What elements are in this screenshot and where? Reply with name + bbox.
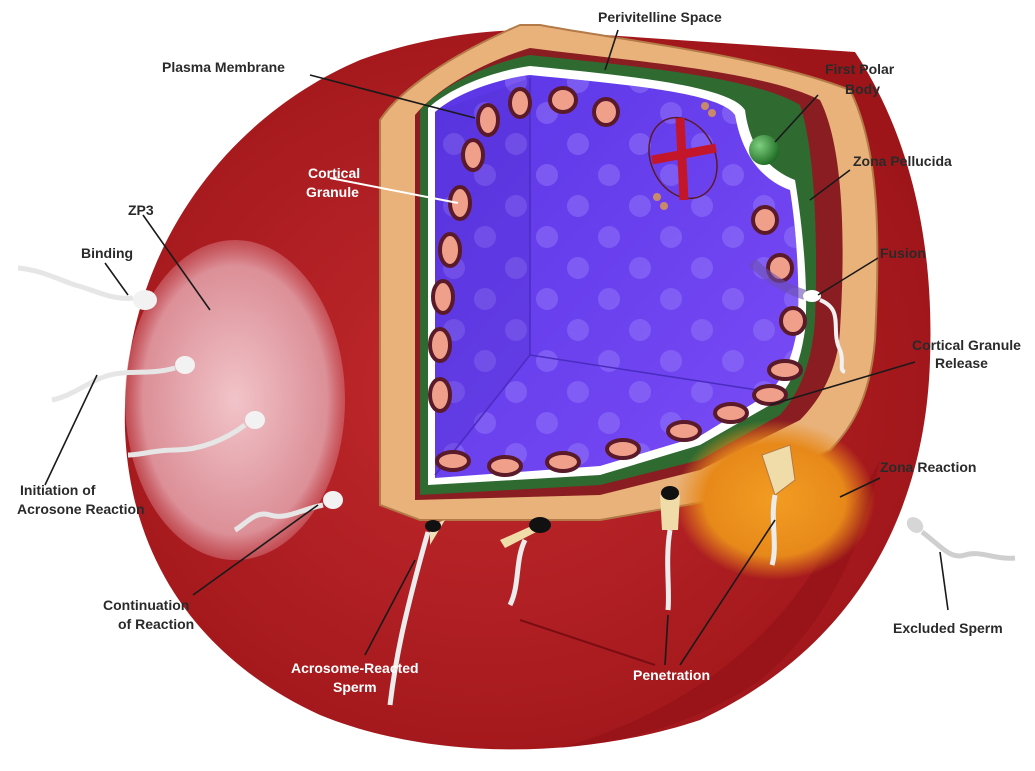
label-initiation-line1: Initiation of	[20, 482, 96, 498]
label-first-polar-body-line1: First Polar	[825, 61, 895, 77]
label-acrosome-reacted-line1: Acrosome-Reacted	[291, 660, 419, 676]
excluded-sperm	[904, 514, 1015, 558]
label-continuation-line2: of Reaction	[118, 616, 194, 632]
first-polar-body	[749, 135, 779, 165]
label-cortical-granule-line2: Granule	[306, 184, 359, 200]
label-penetration: Penetration	[633, 667, 710, 683]
label-cortical-granule-release-line2: Release	[935, 355, 988, 371]
label-perivitelline-space: Perivitelline Space	[598, 9, 722, 25]
label-binding: Binding	[81, 245, 133, 261]
label-zona-reaction: Zona Reaction	[880, 459, 976, 475]
label-acrosome-reacted-line2: Sperm	[333, 679, 377, 695]
label-first-polar-body-line2: Body	[845, 81, 880, 97]
label-cortical-granule-line1: Cortical	[308, 165, 360, 181]
binding-sperm	[18, 268, 157, 310]
label-fusion: Fusion	[880, 245, 926, 261]
label-initiation-line2: Acrosone Reaction	[17, 501, 145, 517]
label-continuation-line1: Continuation	[103, 597, 189, 613]
label-cortical-granule-release-line1: Cortical Granule	[912, 337, 1021, 353]
label-zp3: ZP3	[128, 202, 154, 218]
label-plasma-membrane: Plasma Membrane	[162, 59, 285, 75]
label-excluded-sperm: Excluded Sperm	[893, 620, 1003, 636]
zp3-region	[125, 240, 345, 560]
label-zona-pellucida: Zona Pellucida	[853, 153, 952, 169]
